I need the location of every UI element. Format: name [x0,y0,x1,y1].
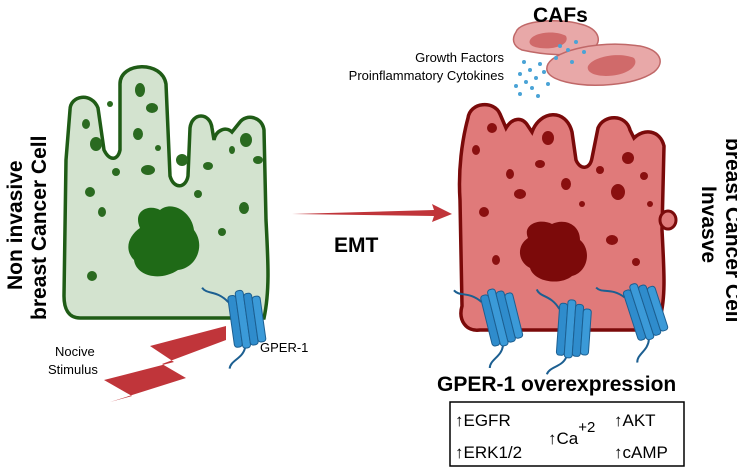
emt-label: EMT [334,234,379,257]
lightning-bolt-icon [104,326,226,402]
effect-ca-base: ↑Ca [548,429,579,448]
non-invasive-label-line1: Non invasive [4,160,27,290]
secreted-factor-dots [514,40,586,98]
gper1-receptor-label: GPER-1 [260,340,308,355]
invasive-nucleus [519,221,587,282]
emt-arrow [292,204,452,222]
non-invasive-nucleus [128,206,200,277]
effects-box [449,401,685,467]
invasive-cell-body [457,103,666,335]
invasive-label-line2: breast Cancer Cell [721,138,737,322]
effect-ca: ↑Ca+2 [548,419,595,448]
stimulus-label-line1: Nocive [55,344,95,359]
non-invasive-vesicles [82,83,263,281]
invasive-label-line1: Invasve [697,186,720,263]
stimulus-label-line2: Stimulus [48,362,98,377]
effect-akt: ↑AKT [614,411,656,430]
non-invasive-cell [62,65,270,320]
effect-ca-superscript: +2 [578,419,595,436]
cafs-label: CAFs [533,4,588,27]
invasive-cell [457,103,678,335]
effect-erk: ↑ERK1/2 [455,443,522,462]
cafs-cells [512,19,661,86]
effect-egfr: ↑EGFR [455,411,511,430]
invasive-vesicles [472,123,653,266]
gper1-overexpression-title: GPER-1 overexpression [437,373,676,396]
non-invasive-label-line2: breast Cancer Cell [28,136,51,320]
cytokines-label: Proinflammatory Cytokines [349,68,505,83]
growth-factors-label: Growth Factors [415,50,504,65]
effect-camp: ↑cAMP [614,443,668,462]
non-invasive-cell-body [62,65,270,320]
invasive-bleb [658,209,678,231]
